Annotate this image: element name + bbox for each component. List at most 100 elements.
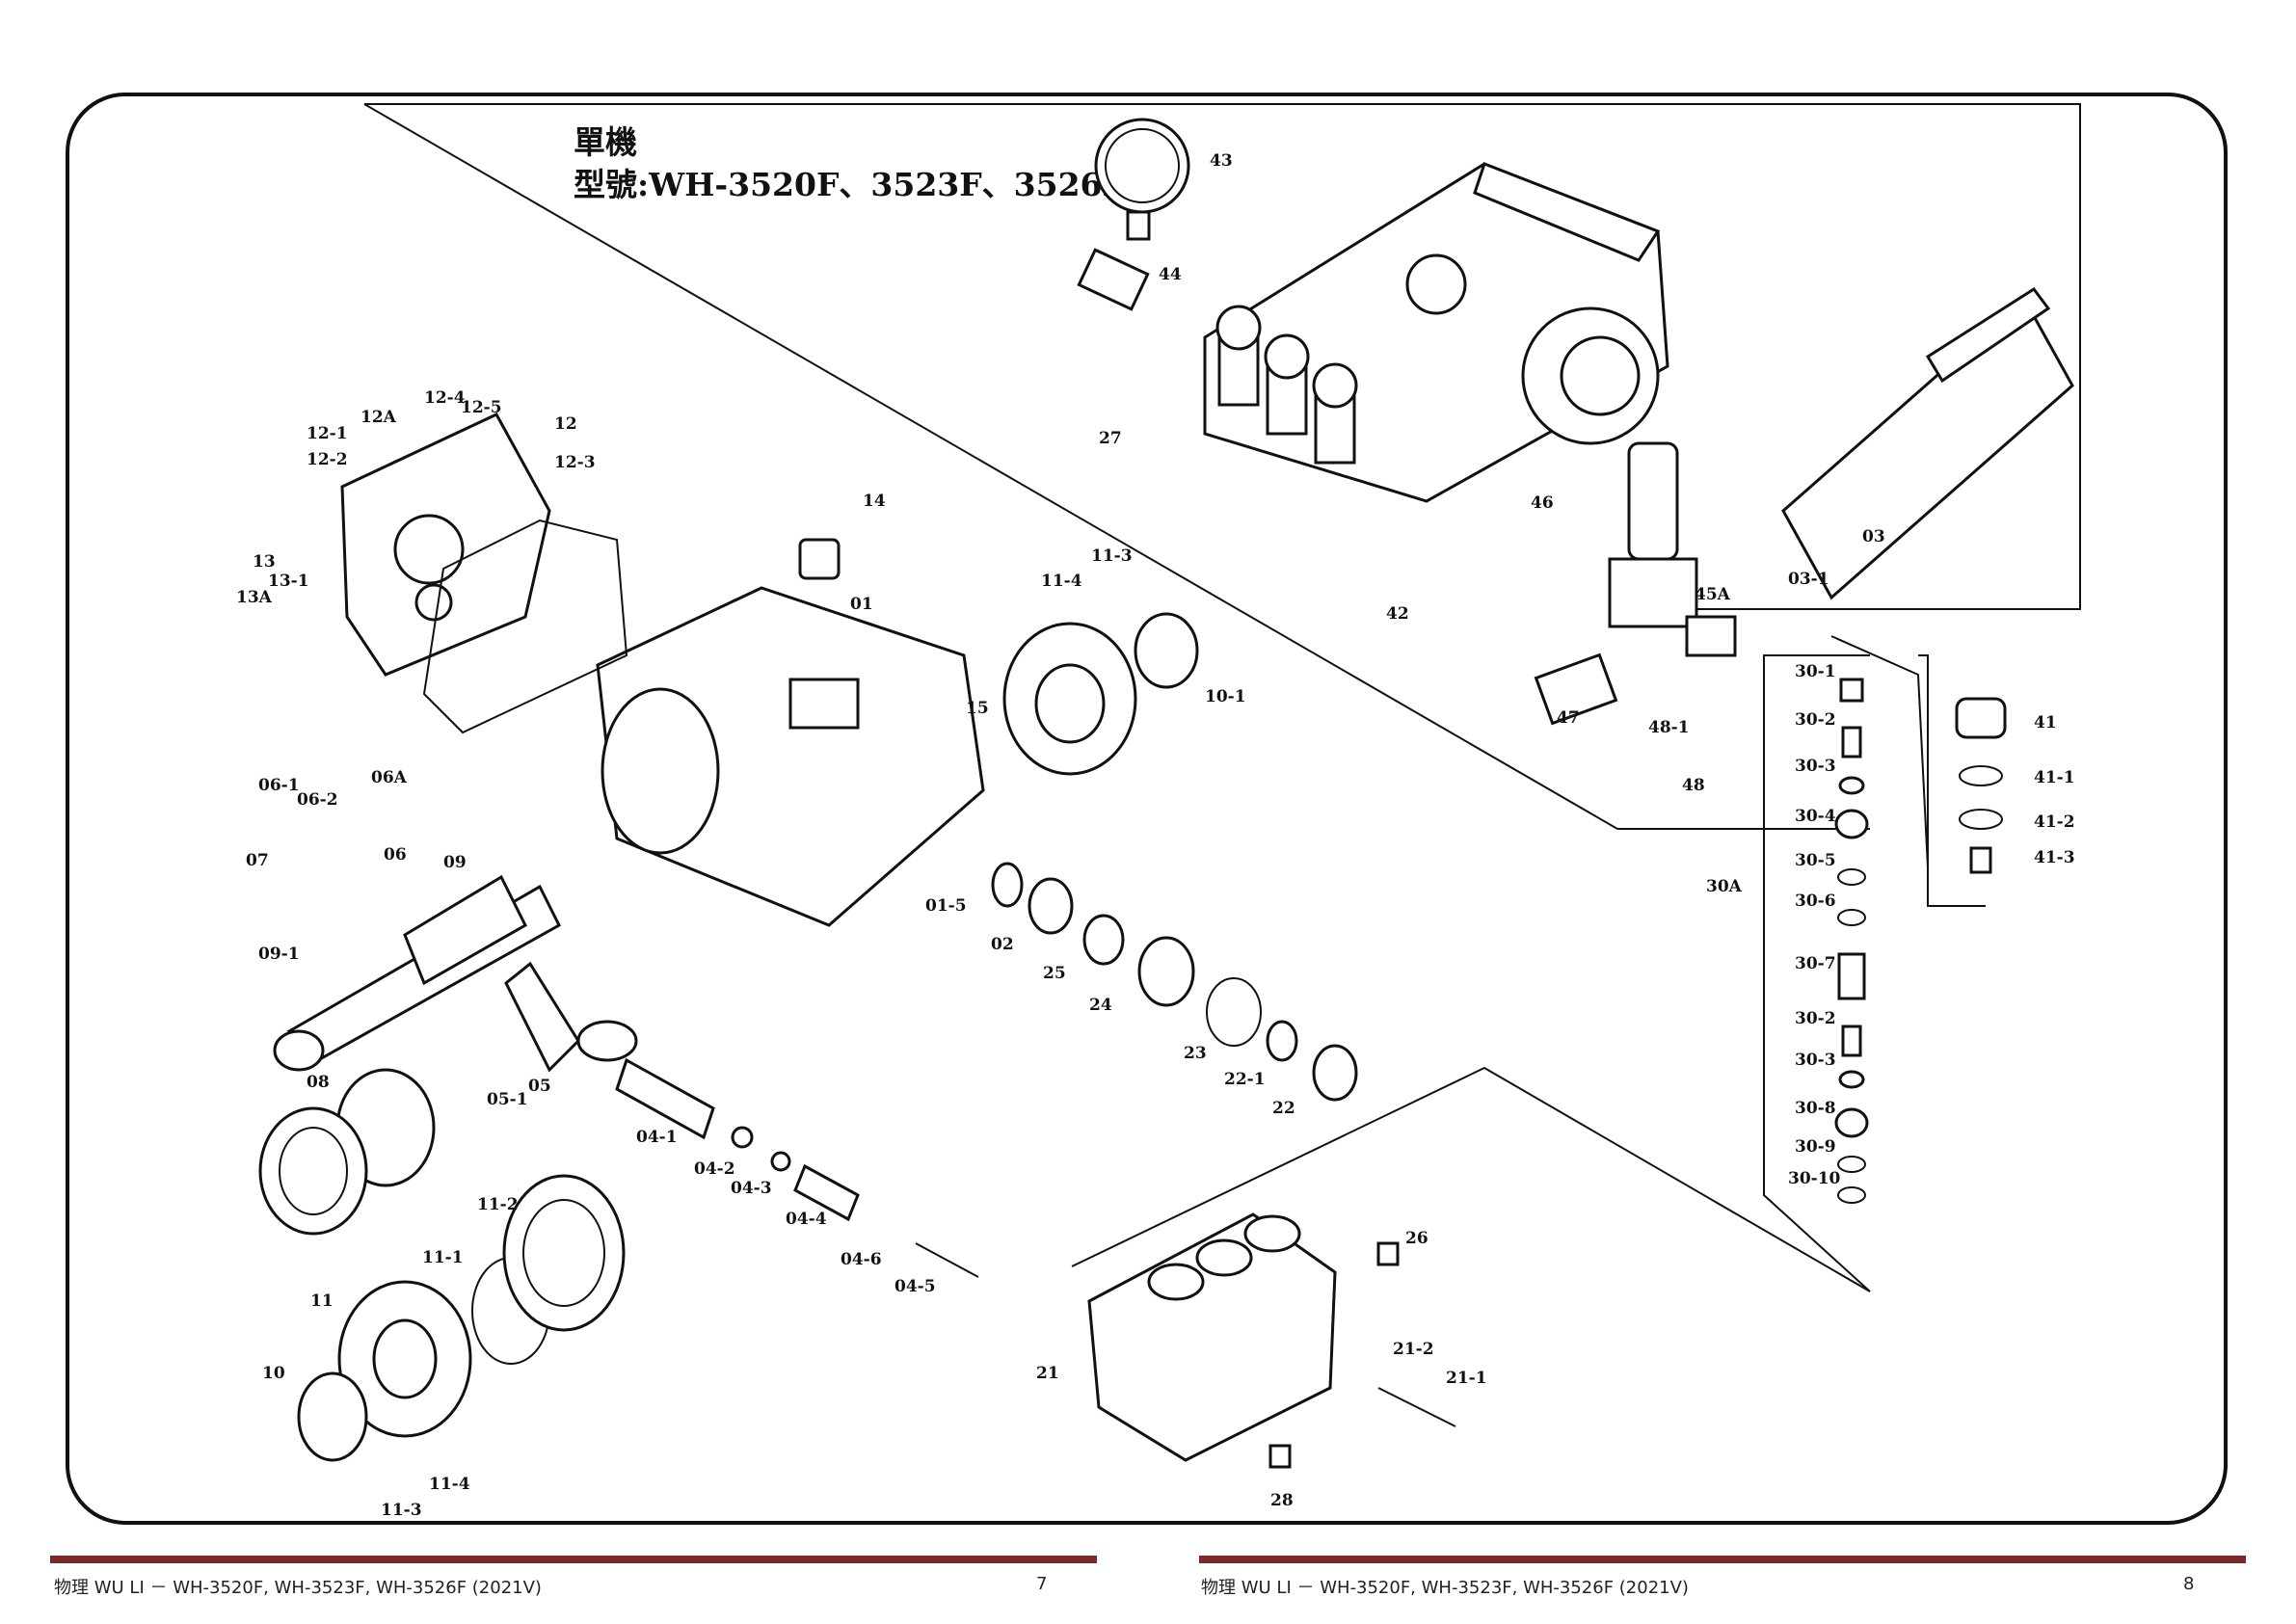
label-30-2-a: 30-2 — [1795, 710, 1836, 730]
label-02: 02 — [991, 935, 1014, 954]
label-11-3-top: 11-3 — [1091, 546, 1133, 566]
footer-left-text: 物理 WU LI － WH-3520F, WH-3523F, WH-3526F … — [54, 1578, 542, 1598]
label-30-10: 30-10 — [1788, 1169, 1841, 1188]
label-04-3: 04-3 — [731, 1179, 772, 1198]
page-number-left: 7 — [1036, 1574, 1048, 1594]
label-21-1: 21-1 — [1446, 1369, 1487, 1388]
label-41-1: 41-1 — [2034, 768, 2075, 787]
rear-cover — [340, 413, 628, 734]
label-11-4-top: 11-4 — [1041, 572, 1082, 591]
label-45A: 45A — [1695, 585, 1731, 604]
outlet-fitting — [1918, 654, 2007, 907]
label-13A: 13A — [236, 588, 273, 607]
label-30-4: 30-4 — [1795, 807, 1836, 826]
label-11-4-bottom: 11-4 — [429, 1475, 470, 1494]
label-06-2: 06-2 — [297, 790, 338, 810]
label-43: 43 — [1210, 151, 1233, 171]
label-04-4: 04-4 — [786, 1210, 827, 1229]
label-27: 27 — [1099, 429, 1122, 448]
label-11-3-bottom: 11-3 — [381, 1501, 422, 1520]
label-09: 09 — [443, 853, 467, 872]
footer-right-text: 物理 WU LI － WH-3520F, WH-3523F, WH-3526F … — [1201, 1578, 1689, 1598]
valve-stack — [1763, 635, 1929, 1292]
label-12A: 12A — [360, 408, 397, 427]
label-11: 11 — [310, 1291, 334, 1311]
diagonal-divider — [363, 103, 1618, 830]
label-06: 06 — [384, 845, 407, 865]
label-03: 03 — [1862, 527, 1885, 546]
label-01: 01 — [850, 595, 873, 614]
label-30-7: 30-7 — [1795, 954, 1836, 973]
bearing-cover — [1002, 612, 1199, 776]
label-01-5: 01-5 — [925, 896, 967, 916]
label-26: 26 — [1405, 1229, 1428, 1248]
label-05-1: 05-1 — [487, 1090, 528, 1109]
label-12-5: 12-5 — [461, 398, 502, 417]
label-13-1: 13-1 — [268, 572, 309, 591]
label-48: 48 — [1682, 776, 1705, 795]
label-46: 46 — [1531, 493, 1554, 513]
crankcase — [596, 538, 985, 927]
label-04-5: 04-5 — [894, 1277, 936, 1296]
crankshaft — [273, 874, 561, 1072]
label-12-4: 12-4 — [424, 388, 466, 408]
label-11-1: 11-1 — [422, 1248, 464, 1267]
upper-assembly-boundary — [364, 103, 2081, 610]
manifold — [1087, 1212, 1456, 1469]
label-05: 05 — [528, 1077, 551, 1096]
label-12-1: 12-1 — [307, 424, 348, 443]
label-30-6: 30-6 — [1795, 892, 1836, 911]
label-42: 42 — [1386, 604, 1409, 624]
connecting-rod — [504, 961, 638, 1073]
footer-rule-right — [1199, 1556, 2246, 1563]
label-09-1: 09-1 — [258, 945, 300, 964]
label-10-1: 10-1 — [1205, 687, 1246, 706]
seal-stack — [991, 862, 1358, 1102]
manifold-bracket — [1071, 1066, 1871, 1292]
label-30-1: 30-1 — [1795, 662, 1836, 681]
model-title: 單機 型號:WH-3520F、3523F、3526F — [574, 121, 1125, 206]
label-07: 07 — [246, 851, 269, 870]
label-21: 21 — [1036, 1364, 1059, 1383]
label-41-2: 41-2 — [2034, 812, 2075, 832]
label-12-3: 12-3 — [554, 453, 596, 472]
label-04-1: 04-1 — [636, 1128, 678, 1147]
label-15: 15 — [966, 699, 989, 718]
label-25: 25 — [1043, 964, 1066, 983]
label-04-6: 04-6 — [841, 1250, 882, 1269]
title-line-1: 單機 — [574, 123, 637, 161]
label-28: 28 — [1270, 1491, 1294, 1510]
label-03-1: 03-1 — [1788, 570, 1829, 589]
label-22: 22 — [1272, 1099, 1295, 1118]
label-06-1: 06-1 — [258, 776, 300, 795]
pressure-gauge — [1077, 118, 1190, 311]
label-48-1: 48-1 — [1648, 718, 1690, 737]
unloader-valve — [1534, 441, 1737, 726]
label-30-8: 30-8 — [1795, 1099, 1836, 1118]
label-06A: 06A — [371, 768, 408, 787]
label-22-1: 22-1 — [1224, 1070, 1266, 1089]
label-30-5: 30-5 — [1795, 851, 1836, 870]
assembled-pump — [1203, 162, 1669, 503]
mounting-bracket — [1781, 286, 2074, 600]
label-44: 44 — [1159, 265, 1182, 284]
plunger-parts — [615, 1057, 979, 1278]
label-12: 12 — [554, 414, 577, 434]
label-47: 47 — [1557, 708, 1580, 728]
label-11-2: 11-2 — [477, 1195, 519, 1214]
footer-rule-left — [50, 1556, 1097, 1563]
label-12-2: 12-2 — [307, 450, 348, 469]
page-number-right: 8 — [2183, 1574, 2195, 1594]
label-08: 08 — [307, 1073, 330, 1092]
label-10: 10 — [262, 1364, 285, 1383]
front-flange — [297, 1174, 626, 1462]
bearing-and-gear — [258, 1068, 436, 1236]
label-13: 13 — [253, 552, 276, 572]
label-23: 23 — [1184, 1044, 1207, 1063]
label-30-3-b: 30-3 — [1795, 1051, 1836, 1070]
label-30A: 30A — [1706, 877, 1743, 896]
label-21-2: 21-2 — [1393, 1340, 1434, 1359]
label-41: 41 — [2034, 713, 2057, 732]
title-line-2: 型號:WH-3520F、3523F、3526F — [574, 166, 1125, 203]
